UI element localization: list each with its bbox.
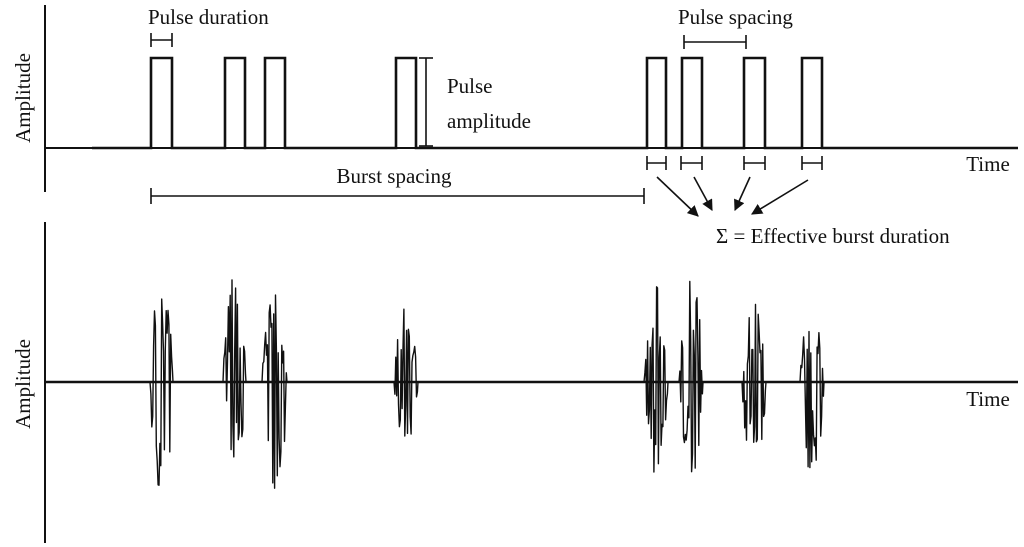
- noise-burst-1: [149, 298, 174, 486]
- noise-burst-6: [678, 280, 704, 473]
- pulse-amplitude-label-line2: amplitude: [447, 109, 531, 133]
- bottom-panel: Amplitude Time: [11, 222, 1018, 543]
- noise-burst-8: [799, 330, 825, 469]
- effective-duration-brackets: [646, 156, 823, 170]
- top-y-axis-label: Amplitude: [11, 53, 35, 143]
- pulse-train: [92, 56, 1018, 150]
- burst-spacing-marker: [150, 188, 645, 204]
- top-panel: Amplitude Time Pulse duration Pulse spac…: [11, 5, 1018, 248]
- pulse-duration-label: Pulse duration: [148, 5, 269, 29]
- top-x-axis-label: Time: [966, 152, 1010, 176]
- pulse-spacing-label: Pulse spacing: [678, 5, 793, 29]
- pulse-spacing-marker: [683, 35, 747, 49]
- bottom-x-axis-label: Time: [966, 387, 1010, 411]
- bottom-y-axis-label: Amplitude: [11, 339, 35, 429]
- pulse-amplitude-label-line1: Pulse: [447, 74, 493, 98]
- pulse-duration-marker: [150, 33, 173, 47]
- noise-bursts: [149, 279, 825, 489]
- noise-burst-4: [393, 308, 419, 437]
- burst-spacing-label: Burst spacing: [337, 164, 452, 188]
- noise-burst-2: [222, 279, 247, 458]
- effective-burst-duration-label: Σ = Effective burst duration: [716, 224, 950, 248]
- noise-burst-3: [261, 294, 288, 489]
- noise-burst-5: [643, 286, 669, 473]
- sum-arrows: [656, 176, 809, 217]
- noise-burst-7: [741, 303, 767, 443]
- pulse-amplitude-marker: [419, 57, 433, 147]
